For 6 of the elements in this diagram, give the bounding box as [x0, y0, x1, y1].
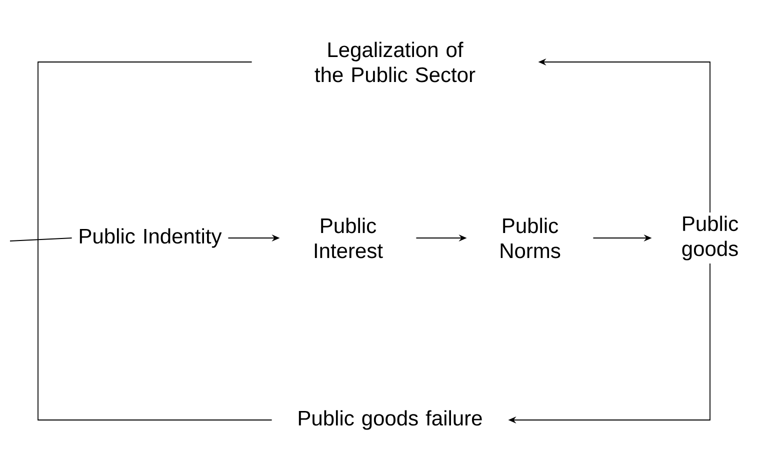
node-label: Public Interest	[314, 218, 383, 258]
node-label: Public goods failure	[298, 410, 482, 430]
node-label: Public Indentity	[80, 228, 222, 248]
node-label: Public Norms	[500, 218, 560, 258]
node-label: Public goods	[682, 216, 738, 260]
node-label: Legalization of the Public Sector	[314, 42, 476, 82]
